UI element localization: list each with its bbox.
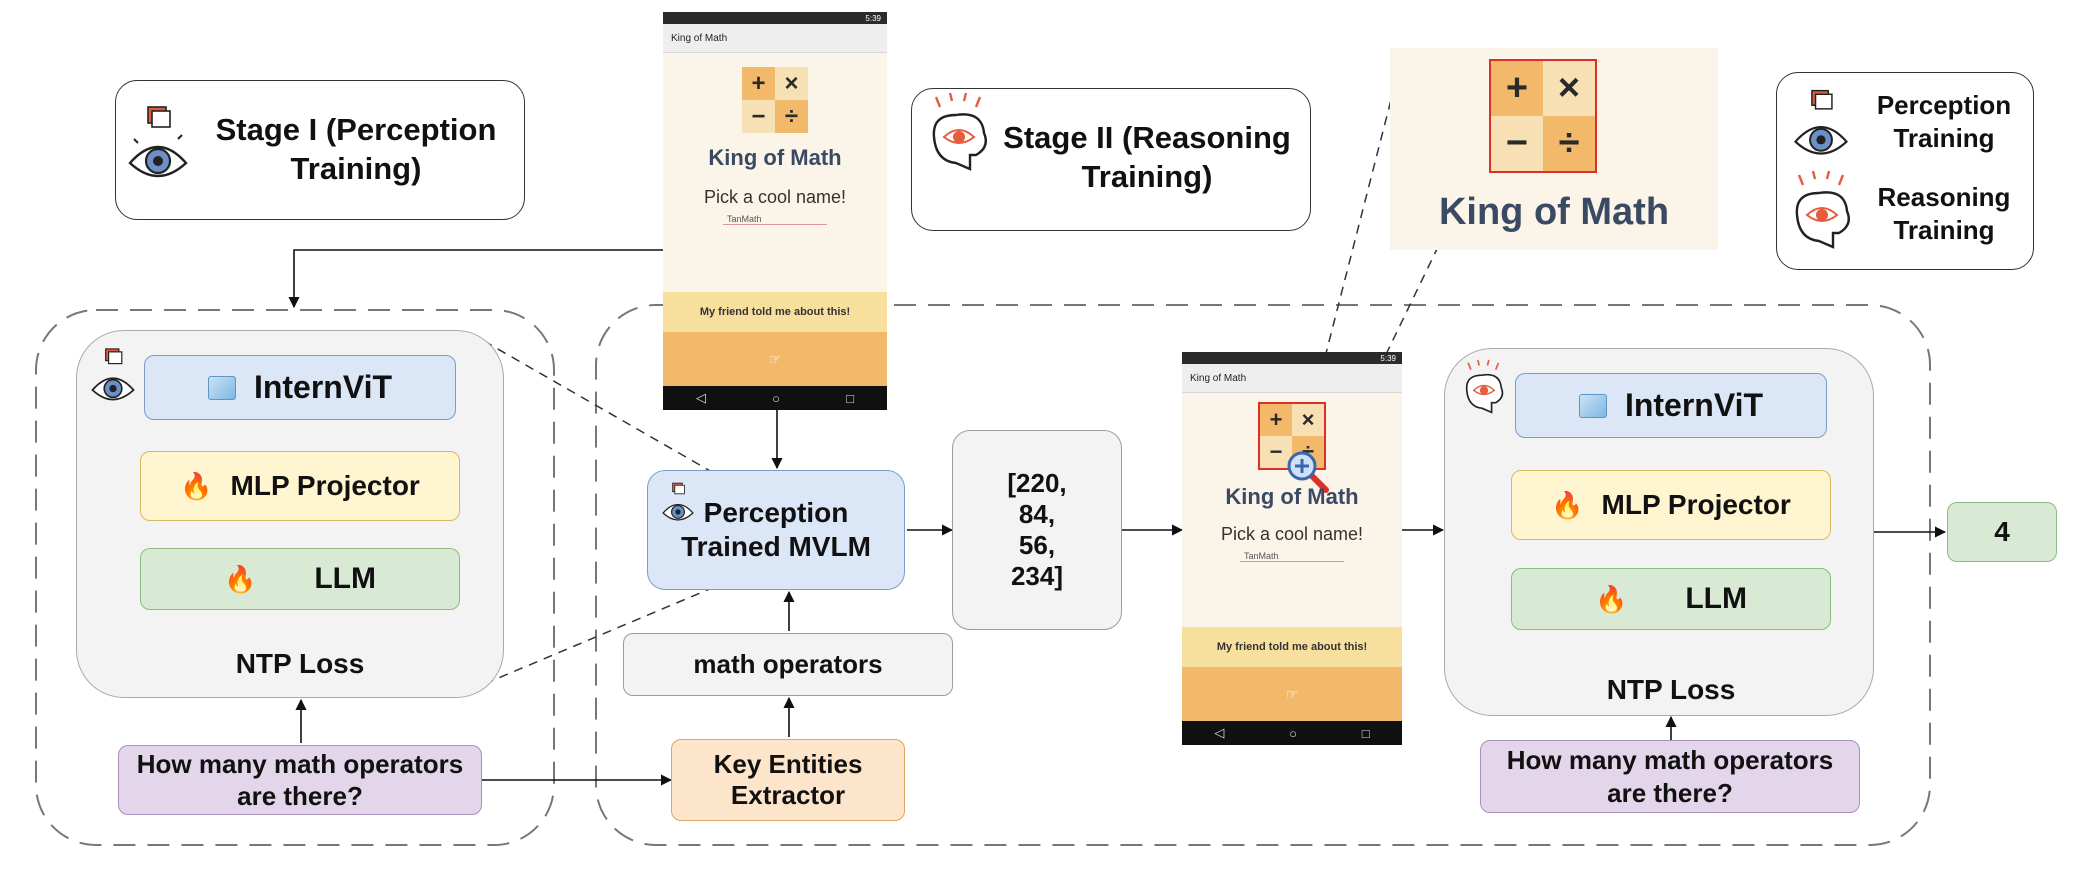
trainable-fire-icon: 🔥 xyxy=(223,563,257,594)
back-icon[interactable]: ◁ xyxy=(696,390,707,405)
divide-icon: ÷ xyxy=(1543,116,1595,171)
stage2-title: Stage II (Reasoning Training) xyxy=(1003,120,1291,194)
stage1-question-box: How many math operators are there? xyxy=(118,745,482,815)
home-icon[interactable]: ○ xyxy=(1289,725,1297,741)
legend-box: Perception Training Reasoning Training xyxy=(1776,72,2034,270)
stage2-label-box: Stage II (Reasoning Training) xyxy=(911,88,1311,231)
phone-screenshot: 5:39 King of Math + × − ÷ King of Math P… xyxy=(663,12,887,410)
divide-icon: ÷ xyxy=(775,100,808,133)
phone-banner: My friend told me about this! xyxy=(663,292,887,332)
stage1-encoder-label: InternViT xyxy=(253,369,393,405)
perception-mvlm-label: Perception Trained MVLM xyxy=(681,497,871,562)
status-time: 5:39 xyxy=(1380,353,1396,363)
times-icon: × xyxy=(775,67,808,100)
times-icon: × xyxy=(1543,61,1595,116)
trainable-fire-icon: 🔥 xyxy=(180,470,213,501)
phone-name-input[interactable]: TanMath xyxy=(723,214,827,225)
legend-reasoning-label: Reasoning Training xyxy=(1877,182,2011,245)
plus-icon: + xyxy=(742,67,775,100)
reasoning-legend-icon xyxy=(1789,170,1855,266)
mvlm-perception-icon xyxy=(658,481,698,536)
phone-pointer-button[interactable]: ☞ xyxy=(663,332,887,386)
math-operators-logo: + × − ÷ xyxy=(742,67,808,133)
trainable-fire-icon: 🔥 xyxy=(1551,489,1584,520)
stage1-title: Stage I (Perception Training) xyxy=(215,112,497,186)
stage2-llm-label: LLM xyxy=(1685,582,1747,615)
minus-icon: − xyxy=(1260,436,1292,468)
back-icon[interactable]: ◁ xyxy=(1214,725,1225,740)
stage2-reasoning-icon xyxy=(1460,359,1508,427)
stage1-llm-block: 🔥 LLM xyxy=(140,548,460,610)
stage1-loss-label: NTP Loss xyxy=(235,648,365,679)
stage2-projector-block: 🔥 MLP Projector xyxy=(1511,470,1831,540)
phone-screenshot-cropped: 5:39 King of Math + × − ÷ King of Math P… xyxy=(1182,352,1402,745)
plus-icon: + xyxy=(1260,404,1292,436)
phone-title: King of Math xyxy=(708,145,842,170)
minus-icon: − xyxy=(742,100,775,133)
stage2-question-box: How many math operators are there? xyxy=(1480,740,1860,813)
stage2-llm-block: 🔥 LLM xyxy=(1511,568,1831,630)
phone-app-bar: King of Math xyxy=(663,24,887,53)
bbox-output-box: [220, 84, 56, 234] xyxy=(952,430,1122,630)
stage1-dashed-container xyxy=(35,309,555,846)
plus-icon: + xyxy=(1491,61,1543,116)
phone-name-input[interactable]: TanMath xyxy=(1240,551,1344,562)
stage1-projector-block: 🔥 MLP Projector xyxy=(140,451,460,521)
zoom-operators-logo: + × − ÷ xyxy=(1489,59,1597,173)
stage1-perception-icon xyxy=(84,346,142,417)
frozen-ice-icon xyxy=(1578,393,1607,418)
stage1-label-box: Stage I (Perception Training) xyxy=(115,80,525,220)
phone-subtitle: Pick a cool name! xyxy=(703,187,847,207)
phone-subtitle: Pick a cool name! xyxy=(1220,524,1364,544)
entity-box: math operators xyxy=(623,633,953,696)
highlighted-operators-region: + × − ÷ xyxy=(1258,402,1326,470)
reasoning-brain-eye-icon xyxy=(926,92,992,188)
phone-nav-bar: ◁ ○ □ xyxy=(1182,721,1402,745)
recents-icon[interactable]: □ xyxy=(1361,725,1370,741)
legend-perception-label: Perception Training xyxy=(1876,90,2012,153)
stage2-projector-label: MLP Projector xyxy=(1601,489,1791,520)
frozen-ice-icon xyxy=(207,375,236,400)
stage2-encoder-label: InternViT xyxy=(1624,387,1764,423)
perception-eye-icon xyxy=(126,103,190,198)
status-time: 5:39 xyxy=(865,13,881,23)
zoom-title: King of Math xyxy=(1438,191,1670,233)
extractor-box: Key Entities Extractor xyxy=(671,739,905,821)
phone-status-bar: 5:39 xyxy=(1182,352,1402,364)
phone-pointer-button[interactable]: ☞ xyxy=(1182,667,1402,721)
stage1-encoder-block: InternViT xyxy=(144,355,456,420)
phone-banner: My friend told me about this! xyxy=(1182,627,1402,667)
minus-icon: − xyxy=(1491,116,1543,171)
stage2-loss-label: NTP Loss xyxy=(1606,674,1736,705)
phone-app-bar: King of Math xyxy=(1182,364,1402,393)
phone-status-bar: 5:39 xyxy=(663,12,887,24)
zoom-panel: + × − ÷ King of Math xyxy=(1390,48,1718,250)
recents-icon[interactable]: □ xyxy=(846,390,854,406)
perception-legend-icon xyxy=(1789,87,1853,174)
stage2-encoder-block: InternViT xyxy=(1515,373,1827,438)
perception-mvlm-box: Perception Trained MVLM xyxy=(647,470,905,590)
stage1-projector-label: MLP Projector xyxy=(230,470,420,501)
trainable-fire-icon: 🔥 xyxy=(1594,583,1628,614)
times-icon: × xyxy=(1292,404,1324,436)
stage1-llm-label: LLM xyxy=(314,562,376,595)
answer-box: 4 xyxy=(1947,502,2057,562)
stage2-dashed-container xyxy=(595,304,1931,846)
phone-title: King of Math xyxy=(1225,484,1359,509)
home-icon[interactable]: ○ xyxy=(772,390,780,406)
phone-nav-bar: ◁ ○ □ xyxy=(663,386,887,410)
magnifier-icon xyxy=(1286,450,1332,501)
